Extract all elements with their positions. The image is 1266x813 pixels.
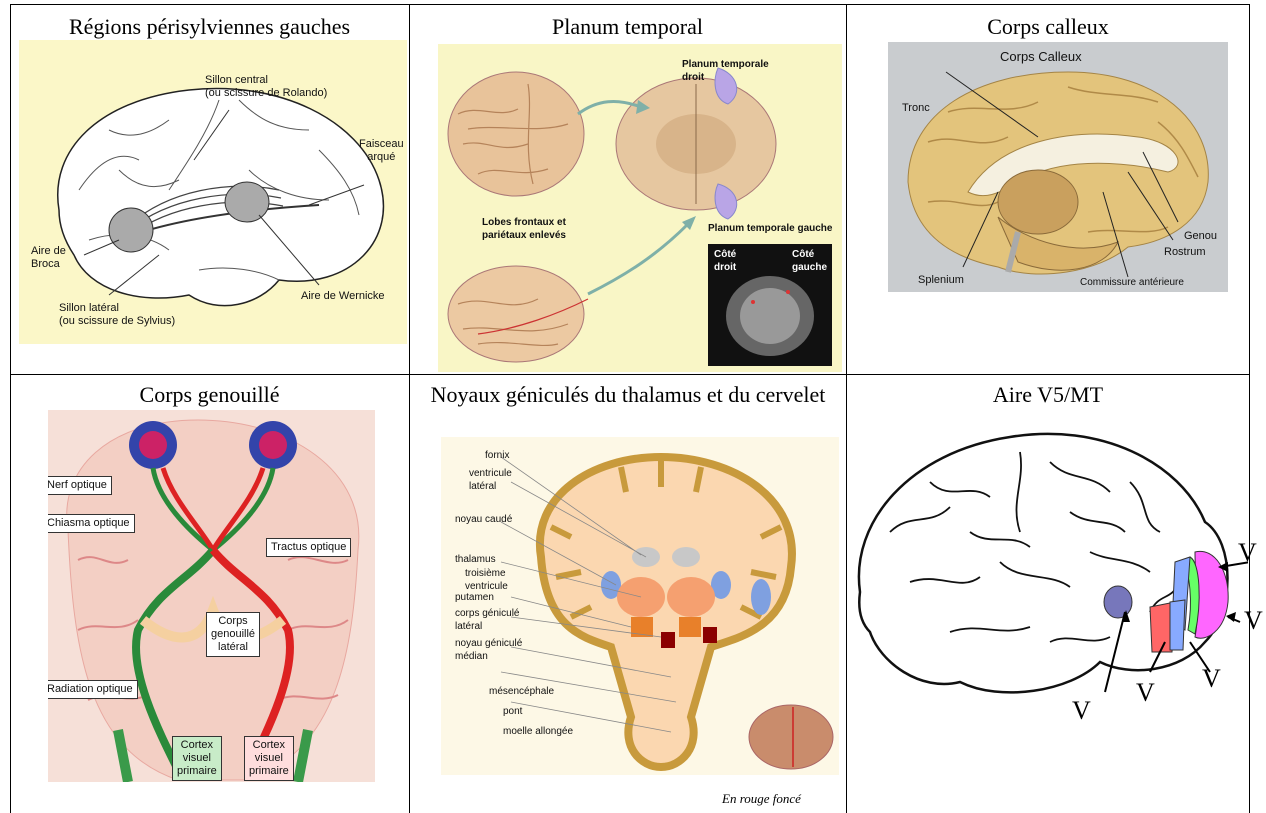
label-pont: pont [503, 705, 522, 718]
label-wernicke: Aire de Wernicke [301, 290, 385, 303]
label-v-bottom-b: V [1136, 680, 1155, 706]
planum-figure: Planum temporale droit Planum temporale … [438, 44, 842, 372]
cell-title-perisylvian: Régions périsylviennes gauches [10, 14, 409, 40]
label-v-bottom-c: V [1202, 666, 1221, 692]
label-commissure: Commissure antérieure [1080, 276, 1184, 289]
label-fornix: fornix [485, 449, 509, 462]
label-corps-genicule-lateral: corps géniculé latéral [455, 607, 519, 633]
v5mt-figure [850, 412, 1248, 712]
label-tronc: Tronc [902, 102, 930, 115]
noyaux-figure: fornix ventricule latéral noyau caudé th… [441, 437, 839, 775]
label-troisieme-ventricule: troisième ventricule [465, 567, 508, 593]
label-v-bottom-a: V [1072, 698, 1091, 724]
perisylvian-figure: Sillon central (ou scissure de Rolando) … [19, 40, 407, 344]
label-tractus-optique: Tractus optique [266, 538, 351, 557]
label-noyau-genicule-median: noyau géniculé médian [455, 637, 522, 663]
label-moelle-allongee: moelle allongée [503, 725, 573, 738]
label-mesencephale: mésencéphale [489, 685, 554, 698]
table-border-left [10, 4, 11, 813]
label-chiasma-optique: Chiasma optique [48, 514, 135, 533]
corps-calleux-figure: Corps Calleux Tronc Genou Rostrum Spleni… [888, 42, 1228, 292]
table-row-divider [10, 374, 1250, 375]
visual-pathway-drawing [48, 410, 375, 782]
label-cortex-left: Cortex visuel primaire [172, 736, 222, 781]
label-side-left: Côté gauche [792, 248, 827, 274]
corps-genouille-figure: Nerf optique Chiasma optique Tractus opt… [48, 410, 375, 782]
label-planum-right: Planum temporale droit [682, 58, 769, 84]
label-thalamus: thalamus [455, 553, 496, 566]
label-corps-calleux-heading: Corps Calleux [1000, 50, 1082, 63]
label-arcuate-fasciculus: Faisceau arqué [359, 138, 404, 164]
label-lobes-removed: Lobes frontaux et pariétaux enlevés [482, 216, 566, 242]
label-planum-left: Planum temporale gauche [708, 222, 832, 235]
planum-drawing [438, 44, 842, 372]
cell-title-planum: Planum temporal [409, 14, 846, 40]
label-genou: Genou [1184, 230, 1217, 243]
label-cortex-right: Cortex visuel primaire [244, 736, 294, 781]
cell-title-noyaux: Noyaux géniculés du thalamus et du cerve… [420, 382, 836, 408]
label-broca: Aire de Broca [31, 245, 66, 271]
figure-table: Régions périsylviennes gauches Sillon ce… [10, 4, 1250, 813]
table-col-divider-1 [409, 4, 410, 813]
label-splenium: Splenium [918, 274, 964, 287]
cell-title-v5mt: Aire V5/MT [846, 382, 1250, 408]
brain-v5-drawing [850, 412, 1248, 712]
label-noyau-caude: noyau caudé [455, 513, 512, 526]
table-border-top [10, 4, 1250, 5]
table-border-right [1249, 4, 1250, 813]
cell-title-corps-calleux: Corps calleux [846, 14, 1250, 40]
label-putamen: putamen [455, 591, 494, 604]
label-ventricule-lateral: ventricule latéral [469, 467, 512, 493]
label-rostrum: Rostrum [1164, 246, 1206, 259]
label-central-sulcus: Sillon central (ou scissure de Rolando) [205, 74, 327, 100]
caption-rouge-fonce: En rouge foncé [722, 791, 801, 807]
label-nerf-optique: Nerf optique [48, 476, 112, 495]
cell-title-corps-genouille: Corps genouillé [10, 382, 409, 408]
label-lateral-sulcus: Sillon latéral (ou scissure de Sylvius) [59, 302, 175, 328]
label-v-right-mid: V [1244, 608, 1263, 634]
table-col-divider-2 [846, 4, 847, 813]
label-radiation-optique: Radiation optique [48, 680, 138, 699]
label-corps-genouille-lateral: Corps genouillé latéral [206, 612, 260, 657]
label-v-right-top: V [1238, 540, 1257, 566]
label-side-right: Côté droit [714, 248, 736, 274]
